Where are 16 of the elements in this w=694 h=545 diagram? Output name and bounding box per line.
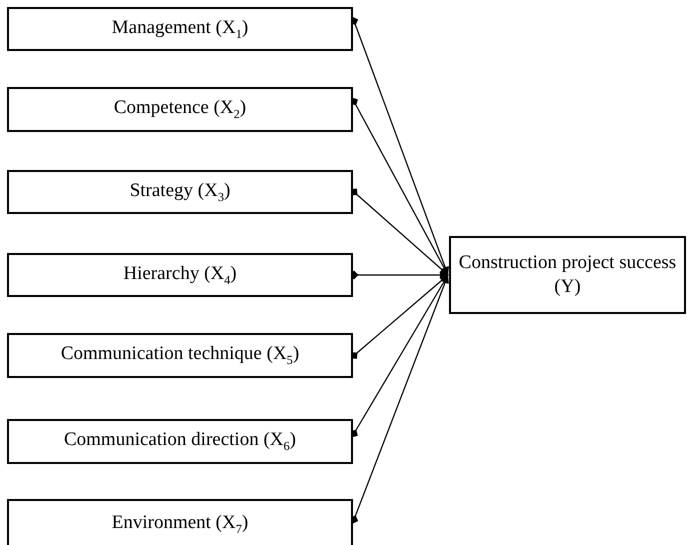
factor-box xyxy=(7,87,353,132)
factor-box xyxy=(7,170,353,214)
node-label: Competence (X$_{2}$) xyxy=(114,96,246,123)
factor-box xyxy=(7,7,353,51)
node-label: Environment (X$_{7}$) xyxy=(112,510,248,538)
factor-box xyxy=(7,499,353,545)
factor-box xyxy=(7,419,353,464)
outcome-box xyxy=(449,236,686,314)
factor-box xyxy=(7,253,353,297)
node-label: Management (X$_{1}$) xyxy=(112,16,248,42)
factor-box xyxy=(7,333,353,378)
node-label: Communication direction (X$_{6}$) xyxy=(64,428,296,455)
node-label: Communication technique (X$_{5}$) xyxy=(60,342,300,369)
node-label: Hierarchy (X$_{4}$) xyxy=(123,262,237,288)
node-label: Construction project success (Y) xyxy=(458,251,678,299)
node-label: Strategy (X$_{3}$) xyxy=(130,178,230,206)
